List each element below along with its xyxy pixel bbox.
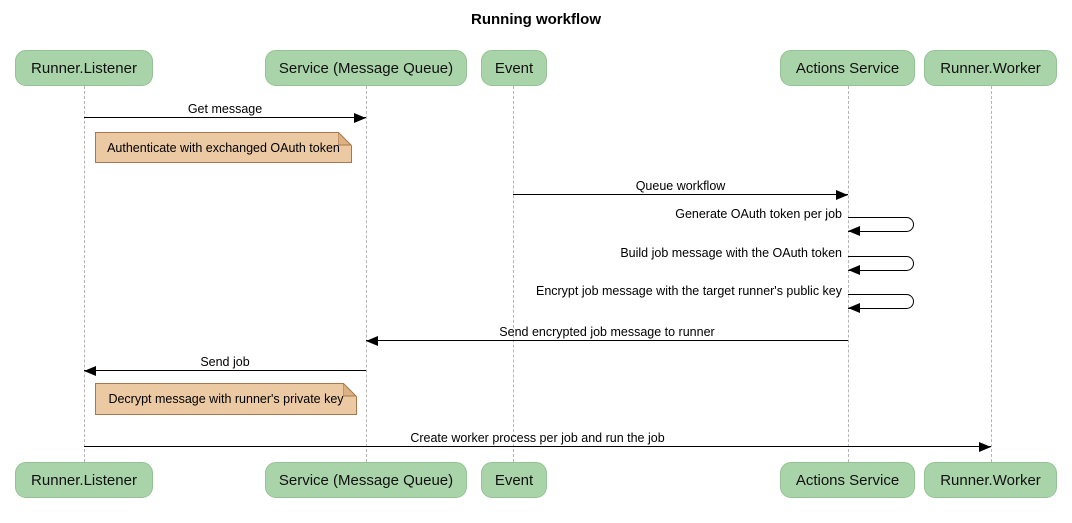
arrowhead-right-icon xyxy=(354,113,366,123)
actor-service-message-queue-bottom: Service (Message Queue) xyxy=(265,462,467,498)
actor-actions-service-top: Actions Service xyxy=(780,50,915,86)
lifeline-event xyxy=(513,86,514,462)
lifeline-runner-listener xyxy=(84,86,85,462)
note-decrypt: Decrypt message with runner's private ke… xyxy=(95,383,357,415)
actor-runner-listener-bottom: Runner.Listener xyxy=(15,462,153,498)
message-line-send-encrypted xyxy=(366,340,848,341)
self-loop-encrypt-job-message xyxy=(848,294,914,309)
arrowhead-right-icon xyxy=(979,442,991,452)
lifeline-service-message-queue xyxy=(366,86,367,462)
self-loop-build-job-message xyxy=(848,256,914,271)
message-label-send-encrypted: Send encrypted job message to runner xyxy=(499,325,715,339)
actor-service-message-queue-top: Service (Message Queue) xyxy=(265,50,467,86)
message-label-generate-oauth: Generate OAuth token per job xyxy=(675,207,842,221)
actor-runner-listener-top: Runner.Listener xyxy=(15,50,153,86)
arrowhead-right-icon xyxy=(836,190,848,200)
note-text: Decrypt message with runner's private ke… xyxy=(108,392,344,406)
message-line-create-worker xyxy=(84,446,991,447)
lifeline-runner-worker xyxy=(991,86,992,462)
arrowhead-left-icon xyxy=(84,366,96,376)
arrowhead-left-icon xyxy=(848,226,860,236)
message-label-queue-workflow: Queue workflow xyxy=(635,179,726,193)
message-label-send-job: Send job xyxy=(200,355,250,369)
arrowhead-left-icon xyxy=(848,303,860,313)
note-fold-icon xyxy=(343,383,357,397)
note-text: Authenticate with exchanged OAuth token xyxy=(107,140,340,155)
message-label-create-worker: Create worker process per job and run th… xyxy=(410,431,665,445)
message-line-send-job xyxy=(84,370,366,371)
note-fold-icon xyxy=(338,132,352,146)
message-label-build-job-message: Build job message with the OAuth token xyxy=(620,246,842,260)
arrowhead-left-icon xyxy=(848,265,860,275)
self-loop-generate-oauth xyxy=(848,217,914,232)
diagram-title: Running workflow xyxy=(471,11,601,28)
message-label-get-message: Get message xyxy=(187,102,263,116)
arrowhead-left-icon xyxy=(366,336,378,346)
actor-actions-service-bottom: Actions Service xyxy=(780,462,915,498)
message-line-get-message xyxy=(84,117,366,118)
actor-runner-worker-top: Runner.Worker xyxy=(924,50,1057,86)
actor-event-top: Event xyxy=(481,50,547,86)
note-authenticate: Authenticate with exchanged OAuth token xyxy=(95,132,352,163)
actor-event-bottom: Event xyxy=(481,462,547,498)
message-line-queue-workflow xyxy=(513,194,848,195)
message-label-encrypt-job-message: Encrypt job message with the target runn… xyxy=(535,284,842,298)
actor-runner-worker-bottom: Runner.Worker xyxy=(924,462,1057,498)
